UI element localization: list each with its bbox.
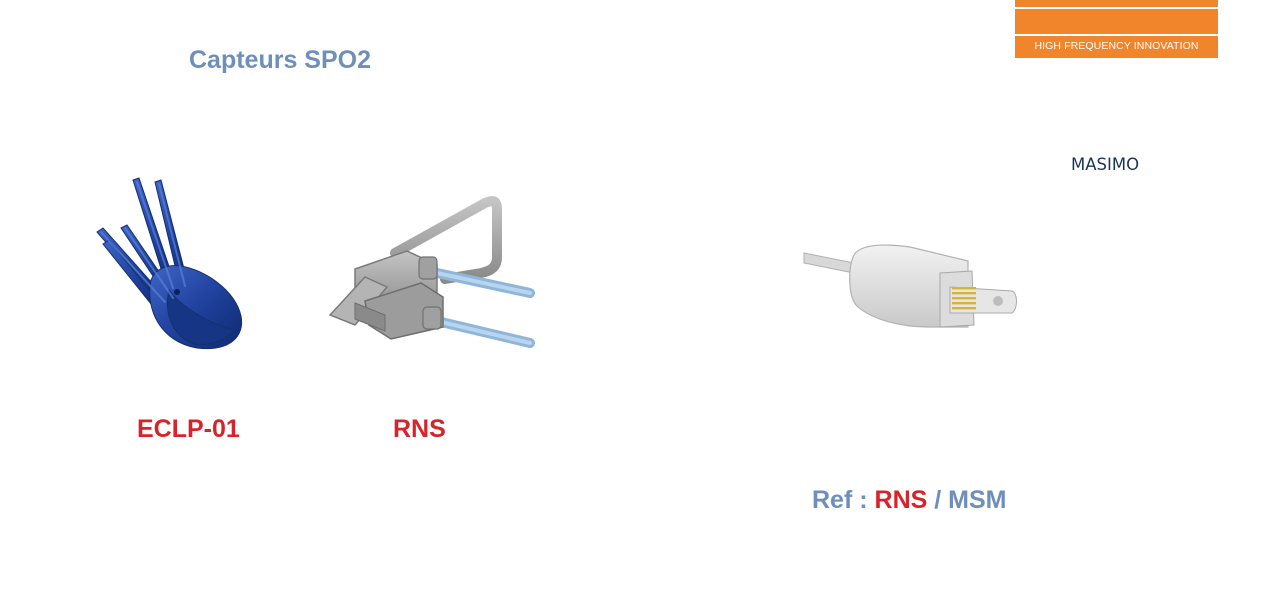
brand-banner: HIGH FREQUENCY INNOVATION (1015, 0, 1218, 58)
ref-prefix: Ref : (812, 486, 868, 514)
brand-stripe (1015, 34, 1218, 36)
ref-suffix: MSM (948, 486, 1007, 514)
ref-separator: / (934, 486, 942, 514)
clip-sensor-icon (96, 177, 243, 350)
ref-code: RNS (874, 486, 928, 514)
page-title: Capteurs SPO2 (189, 46, 372, 74)
brand-stripe (1015, 7, 1218, 9)
connector-plug-icon (803, 244, 1017, 328)
masimo-brand-label: MASIMO (1071, 155, 1140, 174)
finger-clip-sensor-icon (328, 196, 535, 348)
masimo-reference: Ref : RNS / MSM (812, 486, 1007, 515)
brand-tagline: HIGH FREQUENCY INNOVATION (1034, 40, 1199, 52)
product-label-rns: RNS (393, 415, 446, 443)
product-label-eclp-01: ECLP-01 (137, 415, 240, 443)
